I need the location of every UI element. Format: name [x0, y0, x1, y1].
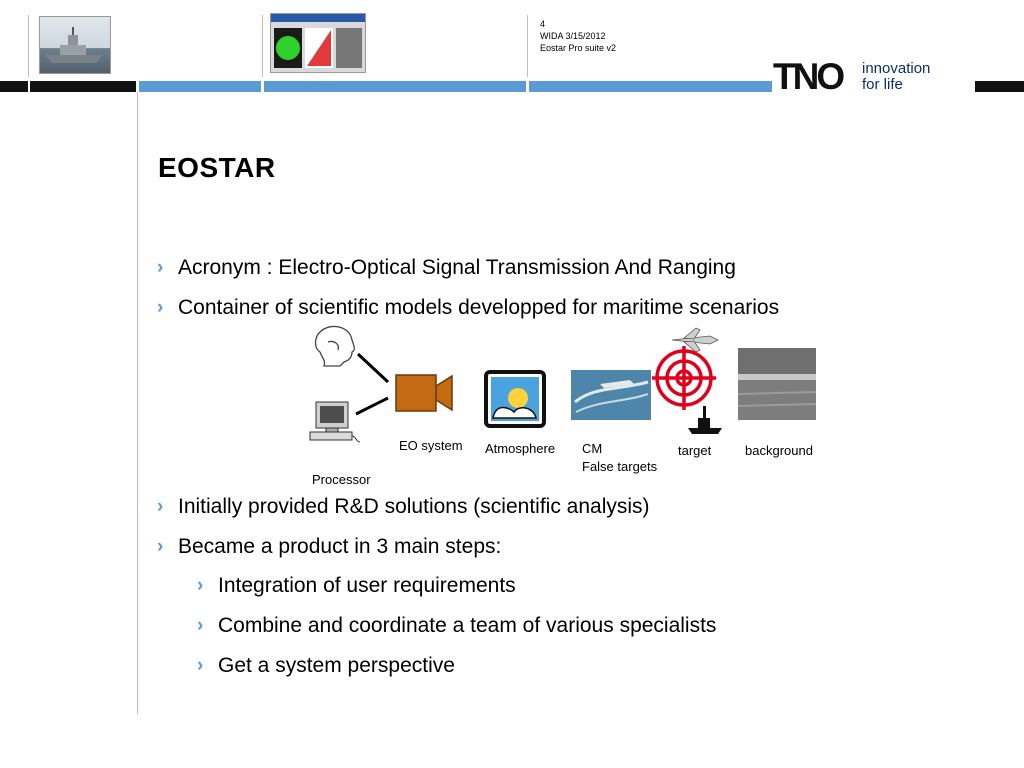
tagline-innovation: innovation [862, 60, 931, 77]
tagline-for-life: for life [862, 76, 903, 93]
ship-icon [46, 27, 102, 63]
page-number: 4 [540, 19, 546, 29]
label-cm: CM [582, 441, 603, 456]
eostar-diagram [309, 325, 817, 443]
ship-silhouette-icon [688, 406, 722, 434]
slide-meta: 4 WIDA 3/15/2012 Eostar Pro suite v2 [540, 18, 616, 54]
target-crosshair-icon [652, 346, 716, 410]
background-sea-image [737, 348, 817, 420]
page-title: EOSTAR [158, 152, 276, 183]
content-divider [137, 92, 138, 714]
software-thumbnail [270, 13, 366, 73]
sub-bullet-combine: Combine and coordinate a team of various… [218, 614, 717, 637]
bullet-acronym: Acronym : Electro-Optical Signal Transmi… [178, 256, 736, 279]
sub-bullet-chevron-icon: › [197, 575, 204, 596]
bullet-chevron-icon: › [157, 496, 164, 517]
bullet-container: Container of scientific models developpe… [178, 296, 780, 319]
bullet-chevron-icon: › [157, 297, 164, 318]
cm-aircraft-image [571, 370, 651, 420]
software-screenshot-icon [271, 14, 365, 68]
header-divider-3 [527, 15, 528, 77]
label-eo-system: EO system [399, 438, 463, 453]
header-divider-1 [28, 15, 29, 77]
user-head-icon [314, 325, 355, 367]
tno-logo: TNO innovation for life [773, 56, 973, 98]
tno-logo-text: TNO [773, 56, 845, 97]
connector-line-head [356, 352, 390, 384]
ship-thumbnail [39, 16, 111, 74]
bullet-initially: Initially provided R&D solutions (scient… [178, 495, 650, 518]
sub-bullet-chevron-icon: › [197, 655, 204, 676]
sub-bullet-integration: Integration of user requirements [218, 574, 516, 597]
header-divider-2 [262, 15, 263, 77]
bullet-chevron-icon: › [157, 257, 164, 278]
document-name: Eostar Pro suite v2 [540, 43, 617, 53]
connector-line-computer [355, 396, 389, 416]
label-background: background [745, 443, 813, 458]
bullet-chevron-icon: › [157, 536, 164, 557]
sub-bullet-chevron-icon: › [197, 615, 204, 636]
label-processor: Processor [312, 472, 371, 487]
label-false-targets: False targets [582, 459, 658, 474]
bullet-product: Became a product in 3 main steps: [178, 535, 502, 558]
label-atmosphere: Atmosphere [485, 441, 556, 456]
date-line: WIDA 3/15/2012 [540, 31, 606, 41]
fighter-jet-icon [671, 327, 719, 353]
sub-bullet-system: Get a system perspective [218, 654, 455, 677]
eo-system-camera-icon [395, 374, 453, 412]
atmosphere-weather-icon [484, 370, 546, 428]
label-target: target [678, 443, 712, 458]
computer-icon [309, 401, 361, 443]
